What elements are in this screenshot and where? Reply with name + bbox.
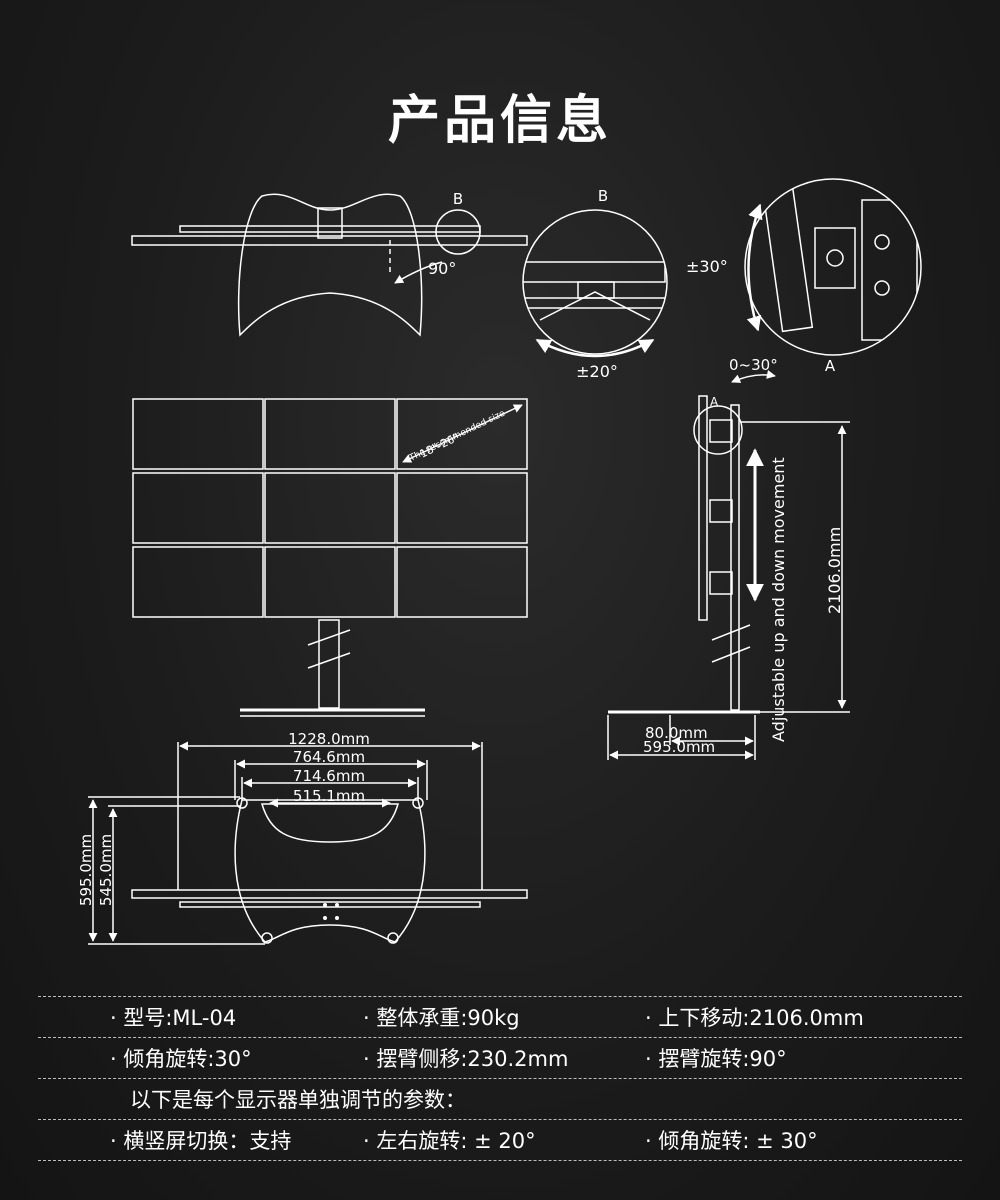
technical-drawing: B 90° B ±20° A ±30° [77,178,922,945]
spec-arm-rotation: · 摆臂旋转:90° [645,1047,787,1071]
detail-b-angle: ±20° [576,362,618,381]
spec-row-2: · 倾角旋转:30° · 摆臂侧移:230.2mm · 摆臂旋转:90° [38,1037,962,1078]
base-holes [323,903,339,920]
base-depth-2: 545.0mm [97,834,115,906]
detail-b [522,209,668,358]
spec-note: 以下是每个显示器单独调节的参数： [130,1088,466,1112]
top-view [131,193,528,337]
spec-tilt: · 倾角旋转:30° [110,1047,252,1071]
spec-model: · 型号:ML-04 [110,1006,237,1030]
base-depth-1: 595.0mm [77,834,95,906]
screen-9 [396,546,528,618]
side-tilt-range: 0~30° [729,356,778,374]
base-width-2: 764.6mm [293,748,365,766]
spec-row-3: · 横竖屏切换：支持 · 左右旋转: ± 20° · 倾角旋转: ± 30° [38,1119,962,1161]
screen-7 [132,546,264,618]
screen-size-text-2: 18"-26" [418,431,462,461]
depth-dimension-2: 595.0mm [643,738,715,756]
page-title: 产品信息 [387,91,612,151]
spec-orientation-switch: · 横竖屏切换：支持 [110,1129,292,1153]
side-screens [698,395,708,621]
detail-b-callout [435,209,481,255]
base-width-4: 515.1mm [293,787,365,805]
screen-3 [396,398,528,470]
spec-arm-shift: · 摆臂侧移:230.2mm [363,1047,569,1071]
top-view-arm [131,235,528,246]
spec-vertical-travel: · 上下移动:2106.0mm [645,1006,864,1030]
side-label-a: A [710,395,719,409]
top-view-base-plate [237,193,423,337]
screen-2 [264,398,396,470]
front-pole [318,619,340,709]
spec-monitor-tilt: · 倾角旋转: ± 30° [645,1129,818,1153]
front-view [132,398,528,717]
screen-5 [264,472,396,544]
base-plate [234,799,426,943]
screen-4 [132,472,264,544]
screen-6 [396,472,528,544]
base-view [88,741,528,945]
base-width-3: 714.6mm [293,767,365,785]
height-dimension: 2106.0mm [825,527,844,614]
spec-note-row: 以下是每个显示器单独调节的参数： [38,1078,962,1119]
depth-dimension-1: 80.0mm [645,724,708,742]
screen-8 [264,546,396,618]
detail-a [744,178,922,356]
screen-1 [132,398,264,470]
side-view [607,370,850,760]
detail-b-label: B [598,187,608,205]
base-width-1: 1228.0mm [288,730,370,748]
movement-label: Adjustable up and down movement [769,457,788,742]
top-view-angle: 90° [428,259,456,278]
detail-a-label: A [825,357,836,375]
base-arm [131,889,528,899]
side-pole [730,404,740,711]
spec-table: · 型号:ML-04 · 整体承重:90kg · 上下移动:2106.0mm ·… [38,996,962,1161]
detail-a-angle: ±30° [686,257,728,276]
spec-load: · 整体承重:90kg [363,1006,520,1030]
top-view-label-b: B [453,190,463,208]
spec-swivel: · 左右旋转: ± 20° [363,1129,536,1153]
spec-row-1: · 型号:ML-04 · 整体承重:90kg · 上下移动:2106.0mm [38,996,962,1037]
